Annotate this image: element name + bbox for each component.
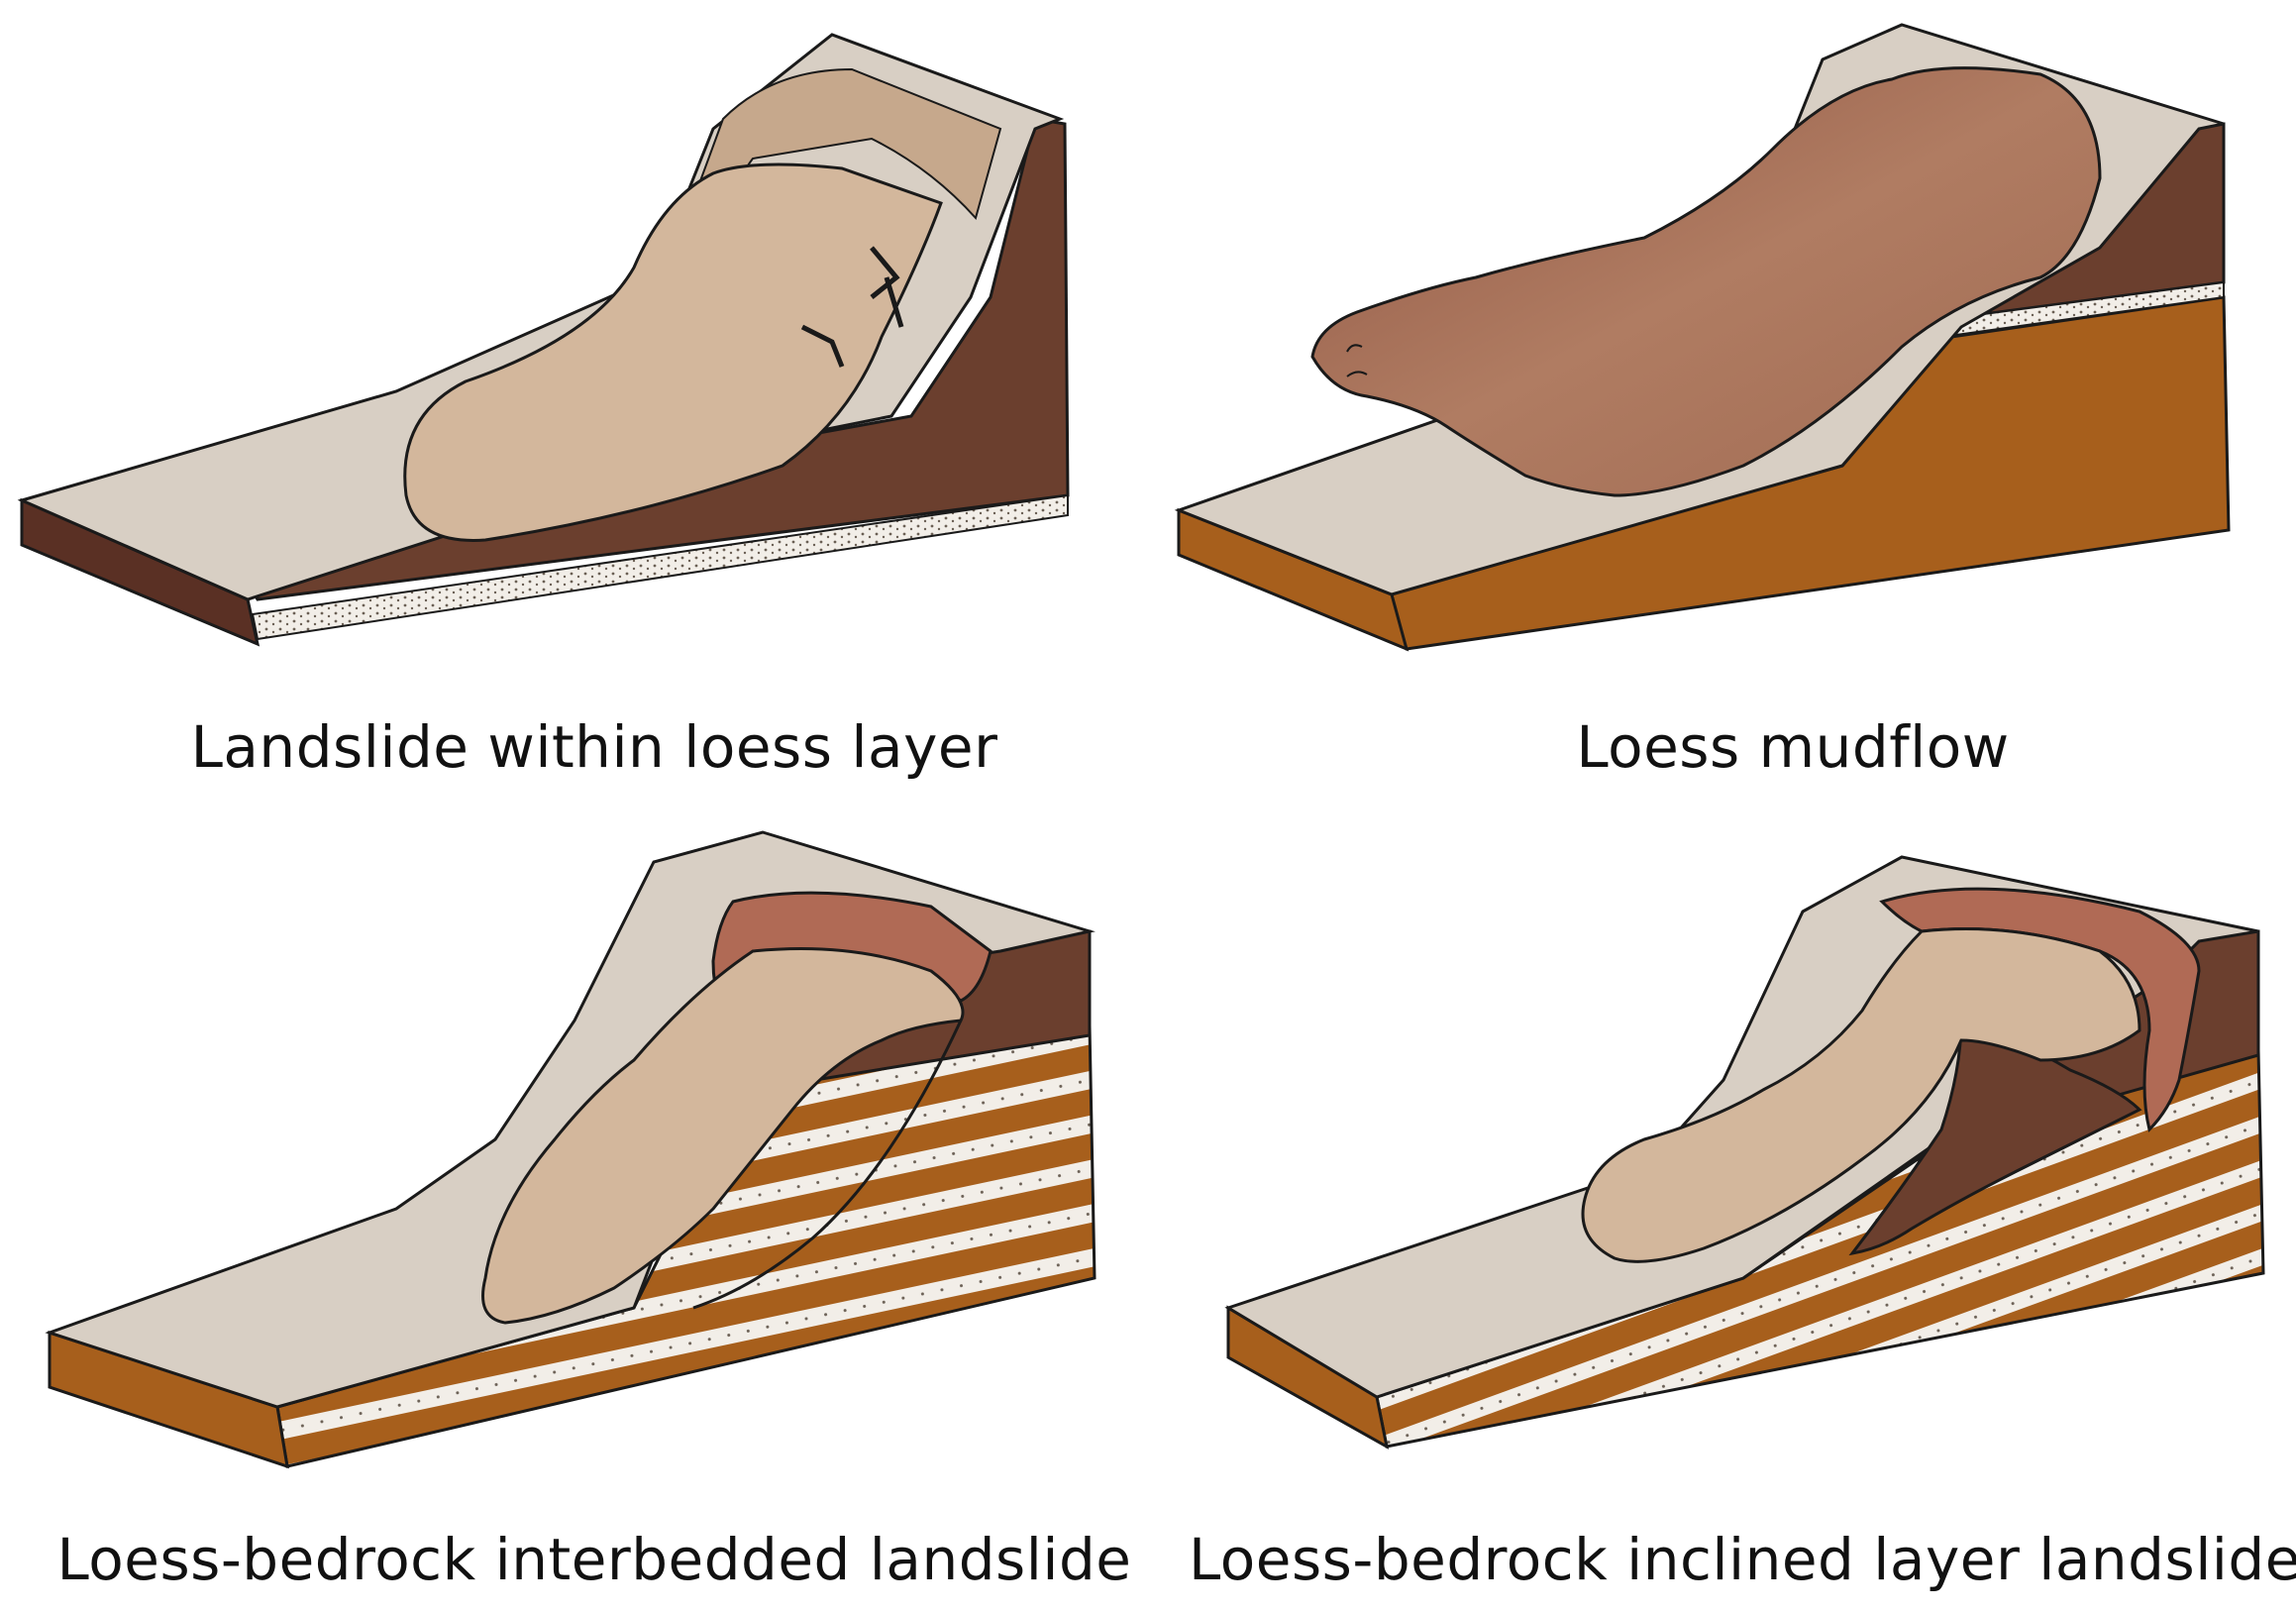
slide-body (1581, 927, 2141, 1263)
caption-loess-bedrock-interbedded: Loess-bedrock interbedded landslide (56, 1526, 1132, 1593)
loess-bedrock-interbedded-illustration (45, 830, 1096, 1469)
loess-mudflow-illustration (1174, 23, 2231, 652)
slip-wedge (1848, 1018, 2142, 1256)
loess-bedrock-interbedded-diagram (0, 812, 1129, 1486)
caption-landslide-within-loess: Landslide within loess layer (190, 713, 998, 781)
landslide-within-loess-illustration (17, 33, 1070, 647)
failure-surface (692, 1020, 963, 1310)
crack-lines (800, 246, 904, 368)
mudflow-body (1310, 66, 2102, 497)
caption-loess-bedrock-inclined: Loess-bedrock inclined layer landslide (1189, 1526, 2296, 1593)
caption-loess-mudflow: Loess mudflow (1576, 713, 2010, 781)
loess-bedrock-inclined-illustration (1224, 855, 2265, 1450)
slide-body (481, 947, 965, 1325)
loess-bedrock-inclined-diagram (1149, 812, 2296, 1486)
loess-mudflow-diagram (1149, 0, 2296, 674)
sand-band (251, 493, 1069, 641)
landslide-within-loess-diagram (0, 0, 1129, 674)
flow-lobe-marks (1346, 344, 1368, 377)
slide-body (403, 162, 943, 542)
